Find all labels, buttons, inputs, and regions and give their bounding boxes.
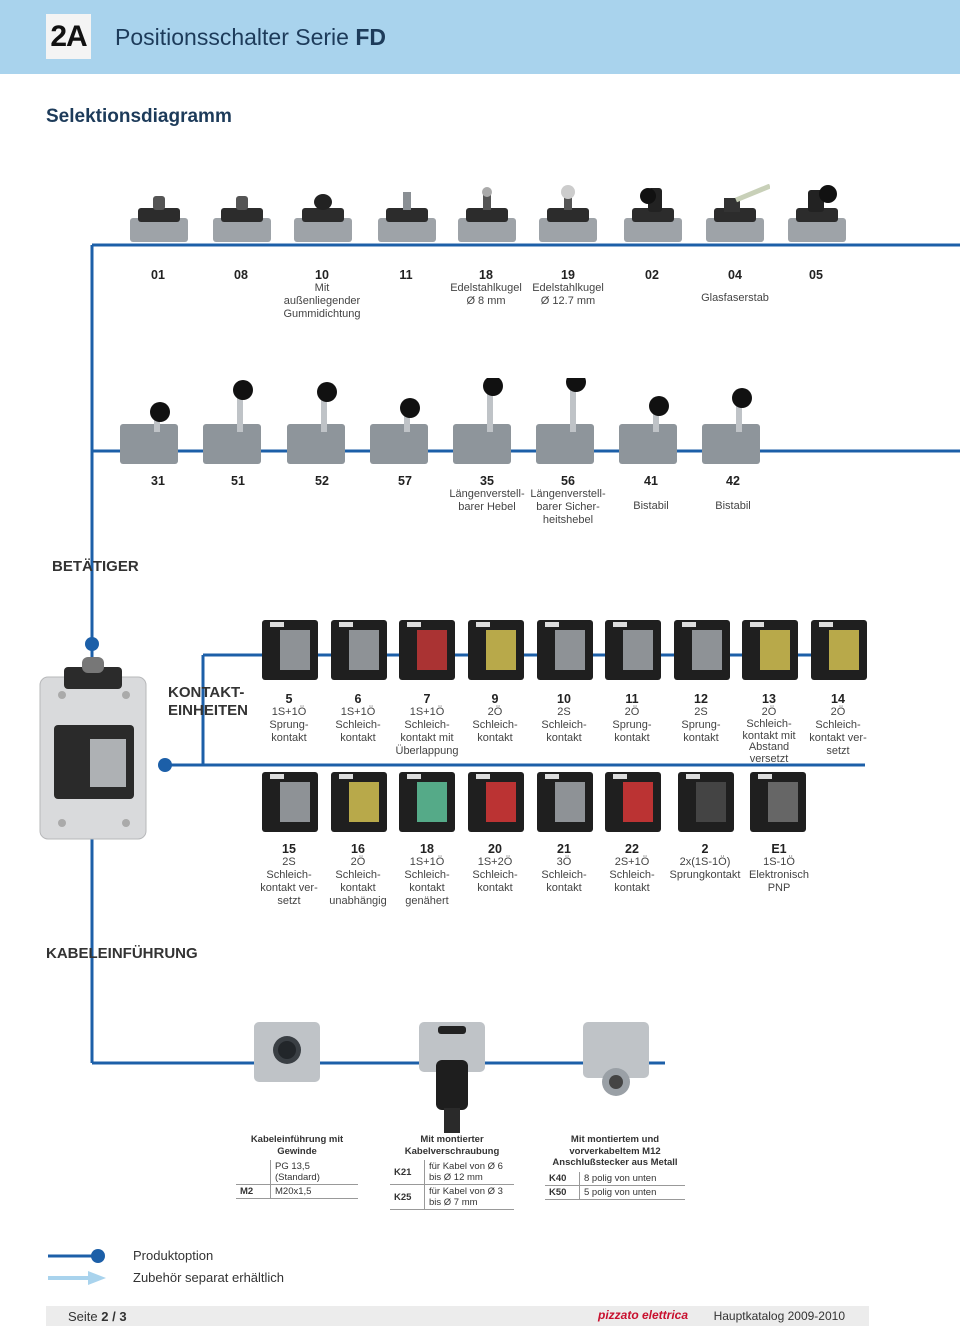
contact-block-image bbox=[740, 616, 800, 687]
actuator-31: 31 bbox=[151, 474, 165, 488]
actuator-lever-image bbox=[366, 378, 446, 473]
actuator-image bbox=[618, 184, 688, 249]
page-header: 2A Positionsschalter Serie FD bbox=[0, 0, 960, 74]
option-dot bbox=[158, 758, 172, 772]
page-title: Positionsschalter Serie FD bbox=[115, 24, 387, 50]
legend-dot bbox=[91, 1249, 105, 1263]
cable-option-thread: Kabeleinführung mit Gewinde PG 13,5 (Sta… bbox=[236, 1134, 358, 1199]
contact-block-image bbox=[603, 616, 663, 687]
actuator-08: 08 bbox=[234, 268, 248, 282]
legend-accessory: Zubehör separat erhältlich bbox=[133, 1270, 285, 1285]
section-badge: 2A bbox=[46, 14, 91, 59]
contact-block-image bbox=[397, 768, 457, 839]
actuator-image bbox=[452, 184, 522, 249]
brand-logo: pizzato elettrica bbox=[598, 1308, 689, 1322]
actuator-image bbox=[782, 184, 852, 249]
contact-block-image bbox=[329, 768, 389, 839]
page-footer: Seite 2 / 3 pizzato elettrica Hauptkatal… bbox=[46, 1306, 869, 1326]
catalog-name: Hauptkatalog 2009-2010 bbox=[713, 1309, 845, 1323]
label-kontakteinheiten: KONTAKT- EINHEITEN bbox=[168, 684, 249, 719]
actuator-image bbox=[372, 184, 442, 249]
cable-gland-image bbox=[419, 1022, 485, 1133]
contact-block-image bbox=[748, 768, 808, 839]
contact-block-image bbox=[535, 768, 595, 839]
actuator-lever-image bbox=[449, 376, 529, 473]
actuator-lever-image bbox=[199, 378, 279, 473]
option-dot bbox=[85, 637, 99, 651]
actuator-57: 57 bbox=[398, 474, 412, 488]
m12-connector-image bbox=[583, 1022, 649, 1096]
contact-block-image bbox=[535, 616, 595, 687]
contact-block-image bbox=[466, 616, 526, 687]
actuator-image bbox=[207, 184, 277, 249]
page-number: Seite 2 / 3 bbox=[68, 1309, 127, 1324]
contact-block-image bbox=[260, 616, 320, 687]
section-title: Selektionsdiagramm bbox=[46, 106, 232, 127]
actuator-lever-image bbox=[615, 378, 695, 473]
actuator-lever-image bbox=[283, 378, 363, 473]
contact-block-image bbox=[672, 616, 732, 687]
actuator-52: 52 bbox=[315, 474, 329, 488]
contact-block-image bbox=[466, 768, 526, 839]
switch-body-image bbox=[39, 657, 147, 840]
actuator-lever-image bbox=[116, 378, 196, 473]
actuator-image bbox=[124, 184, 194, 249]
actuator-01: 01 bbox=[151, 268, 165, 282]
contact-block-image bbox=[329, 616, 389, 687]
actuator-lever-image bbox=[698, 378, 778, 473]
label-betaetiger: BETÄTIGER bbox=[52, 558, 139, 575]
legend-product-option: Produktoption bbox=[133, 1248, 214, 1263]
actuator-lever-image bbox=[532, 372, 612, 473]
contact-block-image bbox=[260, 768, 320, 839]
actuator-image bbox=[533, 184, 603, 249]
label-kabeleinfuehrung: KABELEINFÜHRUNG bbox=[46, 945, 198, 962]
contact-block-image bbox=[397, 616, 457, 687]
contact-block-image bbox=[676, 768, 736, 839]
actuator-02: 02 bbox=[645, 268, 659, 282]
actuator-51: 51 bbox=[231, 474, 245, 488]
contact-block-image bbox=[809, 616, 869, 687]
actuator-05: 05 bbox=[809, 268, 823, 282]
actuator-image bbox=[288, 184, 358, 249]
actuator-image bbox=[700, 183, 771, 249]
contact-block-image bbox=[603, 768, 663, 839]
actuator-11: 11 bbox=[399, 268, 413, 282]
cable-entry-thread-image bbox=[254, 1022, 320, 1082]
cable-option-m12: Mit montiertem und vorverkabeltem M12 An… bbox=[545, 1134, 685, 1200]
